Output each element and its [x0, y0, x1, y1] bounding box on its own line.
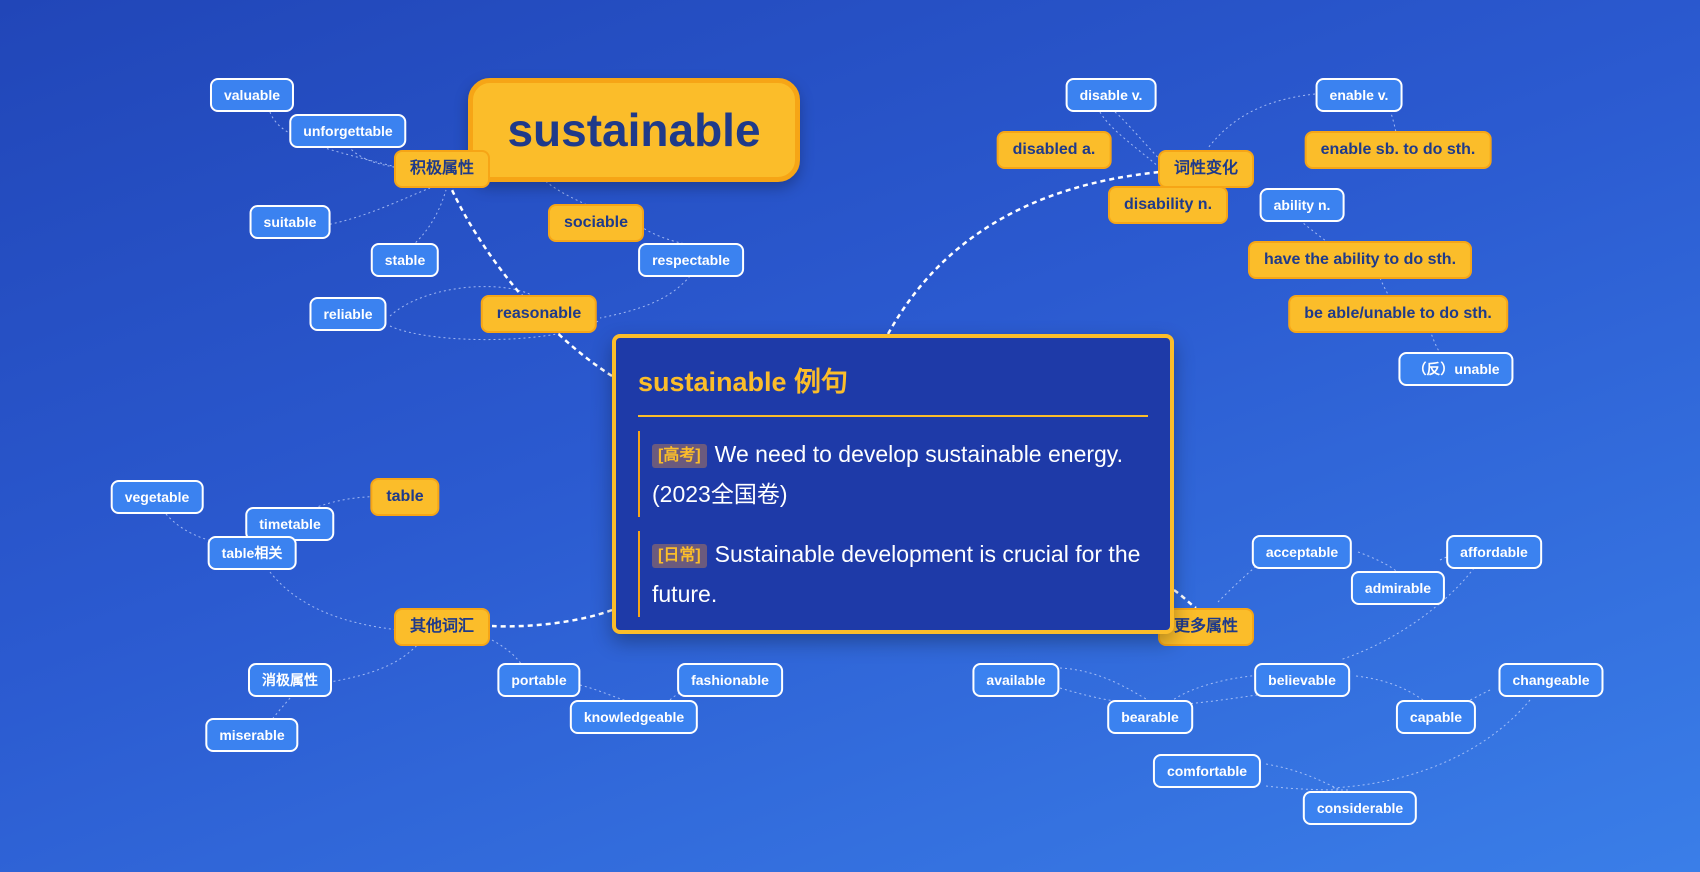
node-disability-n[interactable]: disability n.	[1107, 186, 1229, 224]
node-sociable[interactable]: sociable	[547, 204, 645, 242]
branch-word-forms[interactable]: 词性变化	[1157, 150, 1255, 188]
node-reliable[interactable]: reliable	[309, 297, 387, 331]
node-comfortable[interactable]: comfortable	[1152, 754, 1262, 788]
root-node-sustainable[interactable]: sustainable	[468, 78, 800, 182]
node-knowledgeable[interactable]: knowledgeable	[569, 700, 699, 734]
branch-other-words[interactable]: 其他词汇	[393, 608, 491, 646]
example-tag: [日常]	[652, 544, 707, 568]
node-portable[interactable]: portable	[497, 663, 581, 697]
node-available[interactable]: available	[972, 663, 1060, 697]
node-suitable[interactable]: suitable	[249, 205, 331, 239]
example-sentences-panel: sustainable 例句 [高考]We need to develop su…	[612, 334, 1174, 634]
node-affordable[interactable]: affordable	[1446, 535, 1542, 569]
node-believable[interactable]: believable	[1254, 663, 1350, 697]
node-capable[interactable]: capable	[1395, 700, 1477, 734]
node-disable-v[interactable]: disable v.	[1065, 78, 1157, 112]
example-tag: [高考]	[652, 444, 707, 468]
node-changeable[interactable]: changeable	[1498, 663, 1604, 697]
node-reasonable[interactable]: reasonable	[480, 295, 598, 333]
link-root-other	[491, 608, 613, 628]
link-root-positive	[450, 189, 613, 378]
example-sentence: [日常]Sustainable development is crucial f…	[638, 531, 1148, 617]
node-ability-n[interactable]: ability n.	[1259, 188, 1345, 222]
panel-title: sustainable 例句	[638, 360, 1148, 417]
example-sentence: [高考]We need to develop sustainable energ…	[638, 431, 1148, 517]
node-bearable[interactable]: bearable	[1107, 700, 1193, 734]
branch-positive-attributes[interactable]: 积极属性	[393, 150, 491, 188]
node-admirable[interactable]: admirable	[1350, 571, 1446, 605]
node-enable-v[interactable]: enable v.	[1315, 78, 1403, 112]
node-disabled-a[interactable]: disabled a.	[996, 131, 1112, 169]
node-unable[interactable]: （反）unable	[1398, 352, 1514, 386]
node-have-the-ability[interactable]: have the ability to do sth.	[1247, 241, 1473, 279]
node-respectable[interactable]: respectable	[638, 243, 744, 277]
node-acceptable[interactable]: acceptable	[1251, 535, 1353, 569]
node-negative-attributes[interactable]: 消极属性	[248, 663, 332, 697]
node-fashionable[interactable]: fashionable	[677, 663, 783, 697]
node-table[interactable]: table	[370, 478, 440, 516]
node-enable-sb-to-do-sth[interactable]: enable sb. to do sth.	[1304, 131, 1492, 169]
node-stable[interactable]: stable	[370, 243, 440, 277]
example-text: Sustainable development is crucial for t…	[652, 541, 1141, 607]
example-text: We need to develop sustainable energy.(2…	[652, 441, 1123, 507]
node-be-able-unable[interactable]: be able/unable to do sth.	[1288, 295, 1508, 333]
node-table-related[interactable]: table相关	[207, 536, 297, 570]
link-root-more	[1173, 588, 1197, 610]
node-unforgettable[interactable]: unforgettable	[289, 114, 407, 148]
node-considerable[interactable]: considerable	[1302, 791, 1418, 825]
node-miserable[interactable]: miserable	[205, 718, 299, 752]
link-root-forms	[886, 170, 1161, 335]
node-valuable[interactable]: valuable	[209, 78, 295, 112]
node-vegetable[interactable]: vegetable	[110, 480, 204, 514]
main-links	[450, 170, 1197, 628]
